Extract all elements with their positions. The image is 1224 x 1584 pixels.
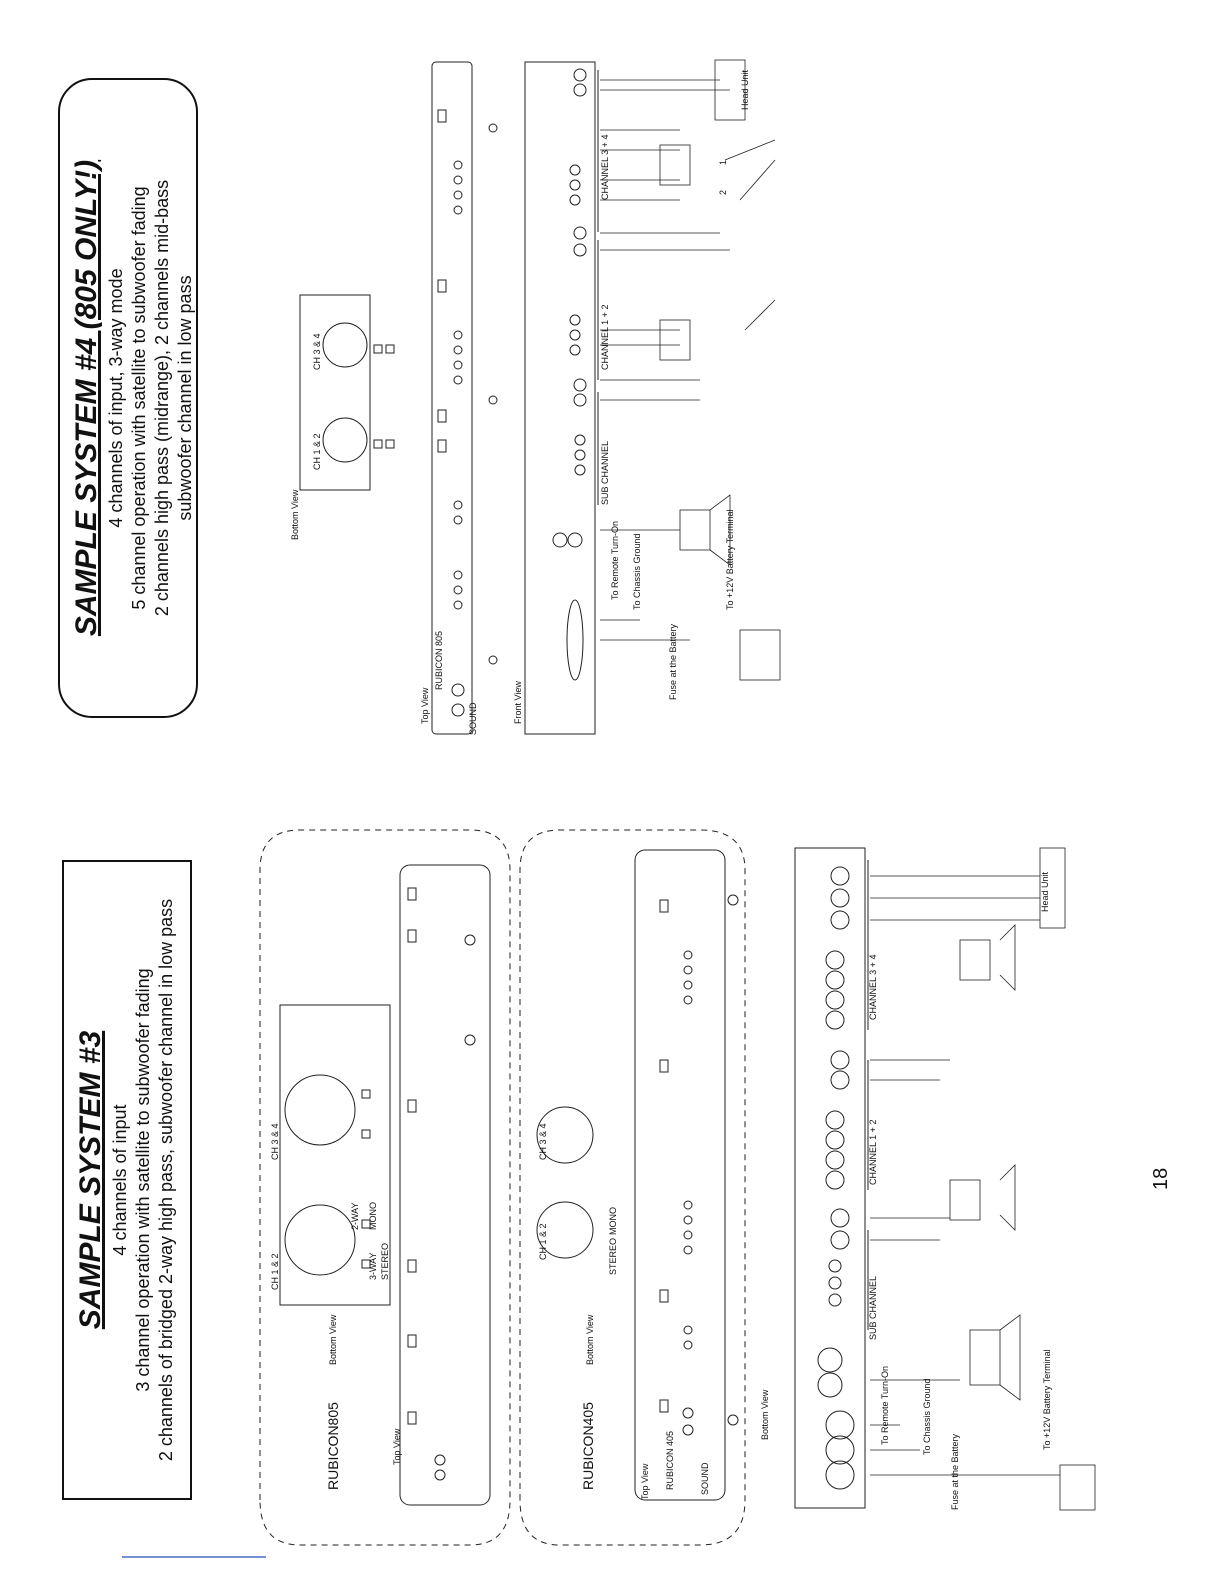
system4-channel34-label: CHANNEL 3 + 4 [600, 134, 610, 200]
system3-ch34-label-805: CH 3 & 4 [270, 1123, 280, 1160]
system3-bottom-view-label-front: Bottom View [760, 1389, 770, 1440]
system4-chassis-label: To Chassis Ground [632, 533, 642, 610]
system4-wiring [600, 59, 781, 681]
system4-front-view-amp [524, 61, 599, 735]
system3-ch34-label-405: CH 3 & 4 [538, 1123, 548, 1160]
system4-fuse-label: Fuse at the Battery [668, 623, 678, 700]
system3-405-group [519, 829, 746, 1546]
system3-front-view-amp [794, 847, 869, 1509]
system4-num1-label: 1 [718, 159, 728, 165]
system3-805-group [259, 829, 511, 1546]
system3-stereo-label-405: STEREO [608, 1237, 618, 1275]
system3-stereo-label: STEREO [380, 1242, 390, 1280]
system3-top-view-label-405: Top View [640, 1463, 650, 1500]
system4-channel12-label: CHANNEL 1 + 2 [600, 304, 610, 370]
system3-mono-label-405: MONO [608, 1207, 618, 1235]
system3-fuse-label: Fuse at the Battery [950, 1433, 960, 1510]
page-number: 18 [1150, 1167, 1172, 1190]
system4-sub-channel-label: SUB CHANNEL [600, 440, 610, 505]
system3-ch12-label-405: CH 1 & 2 [538, 1223, 548, 1260]
system4-sound-label: SOUND [468, 702, 478, 735]
system3-3way-label: 3-WAY [368, 1252, 378, 1280]
system3-model-405-label: RUBICON405 [580, 1402, 596, 1490]
system3-top-view-label-805: Top View [392, 1428, 402, 1465]
system3-ch12-label-805: CH 1 & 2 [270, 1253, 280, 1290]
system3-2way-label: 2-WAY [350, 1202, 360, 1230]
system3-bottom-view-label-805: Bottom View [328, 1314, 338, 1365]
system3-chassis-label: To Chassis Ground [922, 1378, 932, 1455]
system3-head-unit-label: Head Unit [1040, 871, 1050, 912]
system4-front-view-label: Front View [513, 681, 523, 724]
system3-channel34-label: CHANNEL 3 + 4 [868, 954, 878, 1020]
system4-battery-label: To +12V Battery Terminal [725, 509, 735, 610]
system3-channel12-label: CHANNEL 1 + 2 [868, 1119, 878, 1185]
system3-wiring [870, 847, 1096, 1511]
system4-model-label: RUBICON 805 [434, 630, 444, 690]
system3-sound-label: SOUND [700, 1462, 710, 1495]
system3-rubicon-405-label: RUBICON 405 [665, 1430, 675, 1490]
system3-sub-channel-label: SUB CHANNEL [868, 1275, 878, 1340]
system3-model-805-label: RUBICON805 [325, 1402, 341, 1490]
system4-ch12-label: CH 1 & 2 [312, 433, 322, 470]
system4-remote-label: To Remote Turn-On [610, 520, 620, 600]
system3-battery-label: To +12V Battery Terminal [1042, 1349, 1052, 1450]
system3-remote-label: To Remote Turn-On [880, 1365, 890, 1445]
system4-top-view-label: Top View [420, 687, 430, 724]
system4-bottom-view-amp [299, 294, 395, 491]
system4-top-view-amp [431, 61, 498, 735]
system3-bottom-view-label-405: Bottom View [585, 1314, 595, 1365]
system4-num2-label: 2 [718, 189, 728, 195]
system4-ch34-label: CH 3 & 4 [312, 333, 322, 370]
system4-bottom-view-label: Bottom View [290, 489, 300, 540]
system4-head-unit-label: Head Unit [740, 69, 750, 110]
system3-mono-label: MONO [368, 1202, 378, 1230]
